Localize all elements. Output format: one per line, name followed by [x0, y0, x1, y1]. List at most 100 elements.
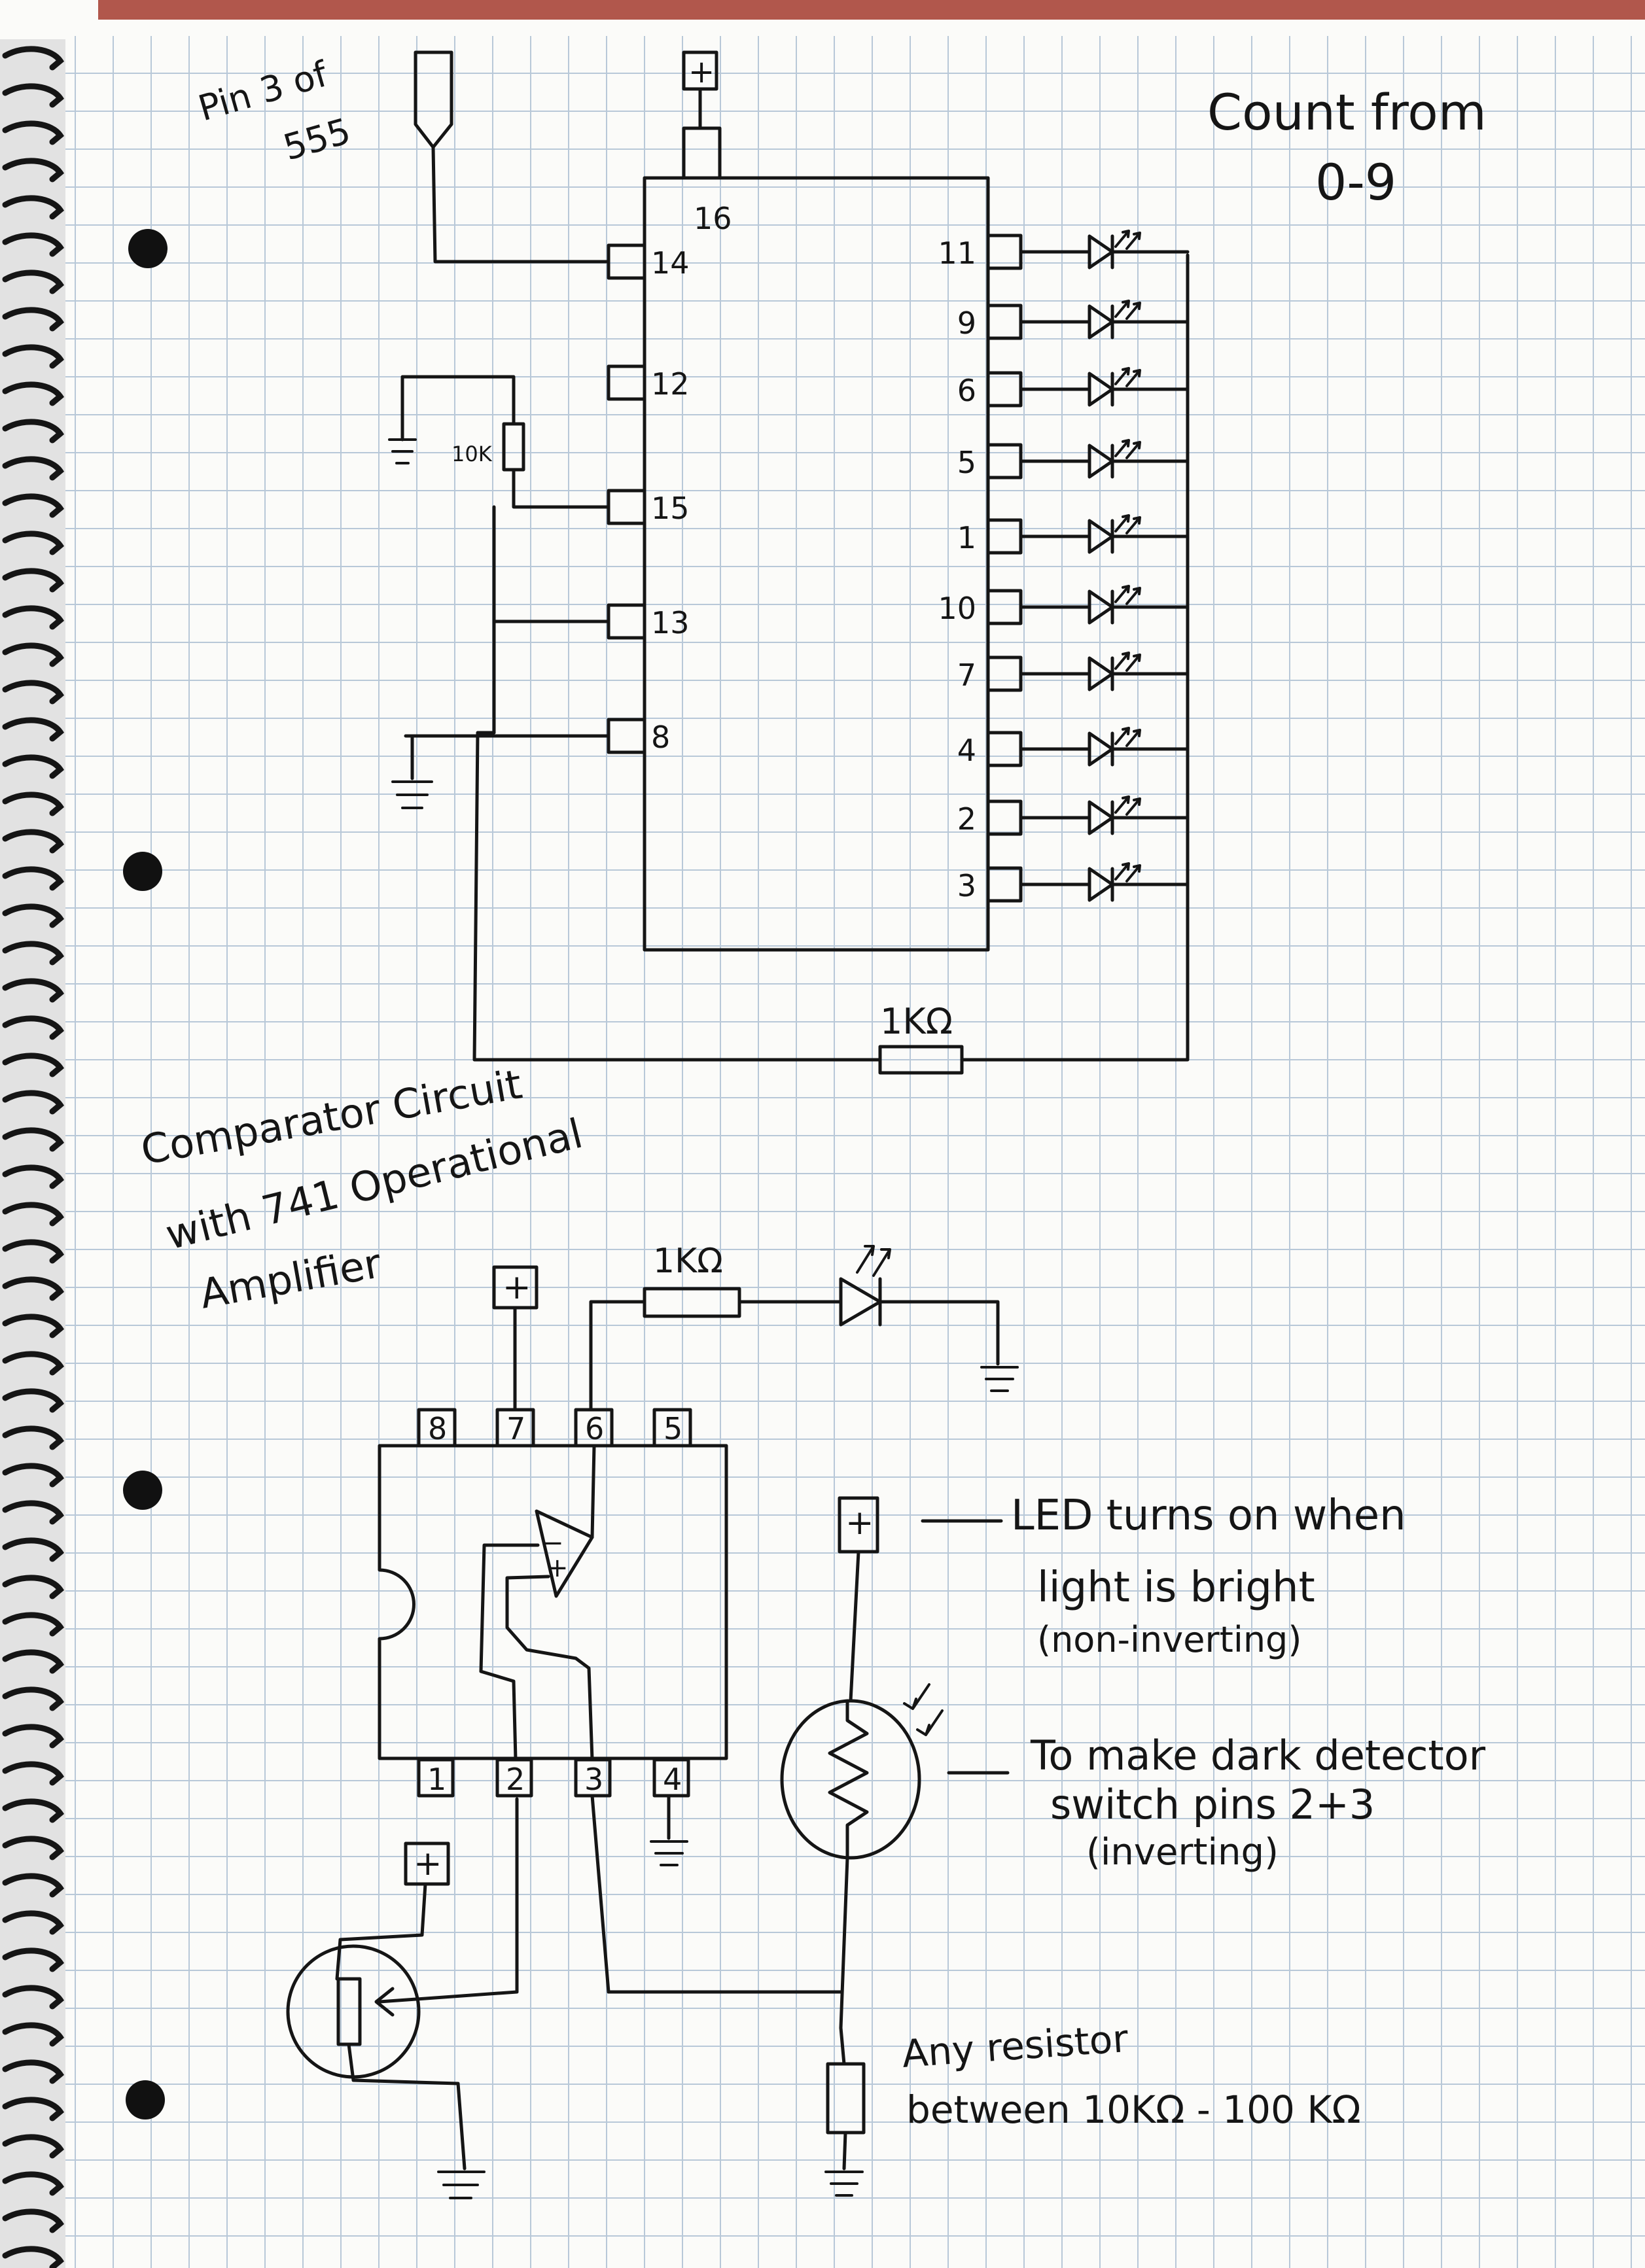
- spiral-coil-icon: [2, 120, 64, 145]
- opamp-out-to-pin6: [590, 1444, 596, 1539]
- spiral-coil-icon: [2, 2022, 64, 2047]
- output-led-arrows: [856, 1245, 891, 1277]
- right-pin-label: 9: [957, 305, 976, 341]
- spiral-coil-icon: [2, 531, 64, 555]
- spiral-coil-icon: [2, 792, 64, 816]
- spiral-coil-icon: [2, 1575, 64, 1599]
- right-pin-tab: [986, 443, 1023, 480]
- binder-hole-icon: [126, 2080, 165, 2120]
- supply-plus-symbol: +: [688, 54, 715, 90]
- led-light-arrows: [1114, 585, 1141, 605]
- note-led-line3: (non-inverting): [1037, 1619, 1301, 1660]
- ldr-supply-symbol: +: [845, 1503, 874, 1543]
- potentiometer-body: [502, 422, 525, 472]
- led-icon: [1088, 304, 1114, 340]
- led-icon: [1088, 519, 1114, 554]
- led-light-arrows: [1114, 795, 1141, 816]
- binder-hole-icon: [128, 229, 168, 268]
- spiral-coil-icon: [2, 903, 64, 928]
- pot-top-wire: [400, 375, 516, 442]
- title-count-line2: 0-9: [1315, 153, 1396, 211]
- spiral-coil-icon: [2, 381, 64, 406]
- spiral-coil-icon: [2, 1537, 64, 1562]
- left-pin-label: 15: [651, 491, 690, 526]
- comparator-title-line3: Amplifier: [196, 1239, 385, 1317]
- divider-node-wire: [839, 1856, 849, 2030]
- spiral-coil-icon: [2, 2059, 64, 2084]
- opamp-top-pin-label: 8: [428, 1411, 447, 1446]
- opamp-bottom-pin-label: 4: [663, 1762, 682, 1797]
- spiral-coil-icon: [2, 158, 64, 183]
- right-pin-label: 7: [957, 657, 976, 693]
- pin-label-line2: 555: [279, 111, 355, 169]
- spiral-coil-icon: [2, 1127, 64, 1152]
- spiral-coil-icon: [2, 1947, 64, 1972]
- binder-hole-icon: [123, 852, 162, 891]
- spiral-coil-icon: [2, 2097, 64, 2121]
- led-icon: [1088, 444, 1114, 479]
- spiral-coil-icon: [2, 1836, 64, 1860]
- spiral-coil-icon: [2, 270, 64, 294]
- opamp-triangle-icon: [535, 1509, 594, 1598]
- opamp-top-pin-label: 5: [663, 1411, 682, 1446]
- right-pin-tab: [986, 234, 1023, 270]
- spiral-coil-icon: [2, 642, 64, 667]
- right-pin-label: 2: [957, 801, 976, 837]
- resistor-to-bus: [960, 253, 1190, 1062]
- pin6-output-wire: [589, 1300, 646, 1412]
- potentiometer-icon: [286, 1944, 421, 2079]
- divider-resistor: [826, 2062, 866, 2135]
- opamp-top-pin-tab: [652, 1408, 692, 1448]
- resistor-1k-top-label: 1KΩ: [880, 1001, 953, 1042]
- spiral-coil-icon: [2, 456, 64, 481]
- spiral-coil-icon: [2, 1463, 64, 1488]
- opamp-bottom-pin-label: 2: [506, 1762, 525, 1797]
- spiral-coil-icon: [2, 1164, 64, 1189]
- left-pin-tab: [607, 603, 646, 640]
- spiral-coil-icon: [2, 344, 64, 369]
- ldr-top-wire: [849, 1550, 860, 1703]
- ldr-body-icon: [780, 1699, 921, 1860]
- opamp-top-pin-tab: [495, 1408, 535, 1448]
- right-pin-label: 3: [957, 868, 976, 903]
- right-pin-label: 4: [957, 733, 976, 768]
- led-light-arrows: [1114, 300, 1141, 320]
- spiral-coil-icon: [2, 195, 64, 220]
- noninverting-input-trace: [505, 1575, 594, 1762]
- led-light-arrows: [1114, 652, 1141, 672]
- note-led-line1: LED turns on when: [1011, 1492, 1406, 1540]
- spiral-coil-icon: [2, 1985, 64, 2010]
- ground-symbol-pin8: [391, 780, 433, 809]
- spiral-coil-icon: [2, 1873, 64, 1898]
- ground-symbol-pin4: [650, 1840, 688, 1866]
- right-pin-tab: [986, 866, 1023, 903]
- spiral-coil-icon: [2, 1351, 64, 1376]
- spiral-coil-icon: [2, 2171, 64, 2196]
- spiral-coil-icon: [2, 1276, 64, 1301]
- output-led-icon: [839, 1277, 882, 1327]
- spiral-coil-icon: [2, 1388, 64, 1413]
- left-pin-tab: [607, 489, 646, 525]
- spiral-coil-icon: [2, 680, 64, 705]
- led-light-arrows: [1114, 727, 1141, 747]
- title-count-line1: Count from: [1207, 83, 1487, 141]
- resistor-1k-top: [878, 1045, 964, 1075]
- spiral-coil-icon: [2, 2208, 64, 2233]
- led-icon: [1088, 589, 1114, 625]
- pin-16-label: 16: [694, 201, 732, 236]
- ground-symbol-pot-ref: [437, 2171, 486, 2199]
- right-pin-tab: [986, 518, 1023, 555]
- opamp-top-pin-label: 7: [506, 1411, 525, 1446]
- counter-ic-body: [643, 176, 990, 952]
- opamp-plus: +: [546, 1553, 569, 1583]
- pot-supply-wire: [335, 1882, 427, 1981]
- note-resistor-line1: Any resistor: [900, 2016, 1129, 2076]
- right-pin-tab: [986, 731, 1023, 767]
- binder-holes: [123, 229, 168, 2120]
- spiral-coil-icon: [2, 1239, 64, 1264]
- spiral-coil-icon: [2, 1612, 64, 1637]
- ground-symbol-divider: [824, 2171, 864, 2197]
- spiral-coil-icon: [2, 1500, 64, 1525]
- spiral-coil-icon: [2, 568, 64, 593]
